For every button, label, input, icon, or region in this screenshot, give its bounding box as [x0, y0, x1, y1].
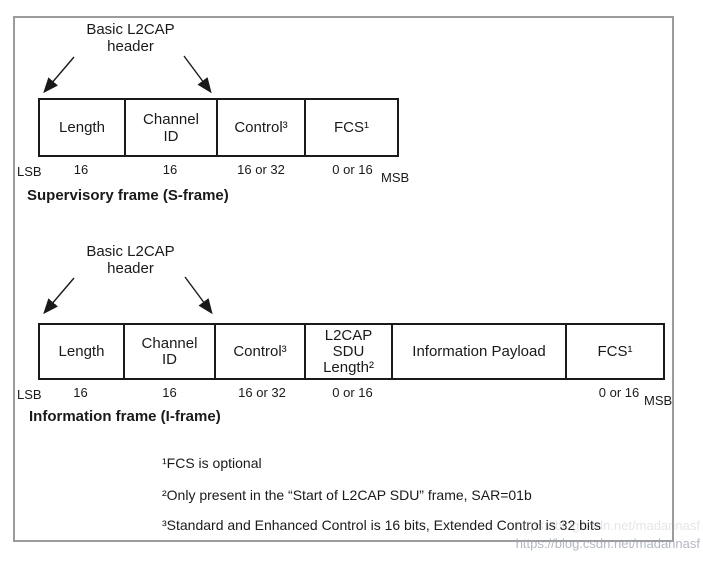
s-frame-msb-label: MSB [381, 170, 410, 185]
i-frame-field-sdu-length: L2CAP SDU Length² [304, 325, 391, 378]
footnote-sdu-length-presence: ²Only present in the “Start of L2CAP SDU… [162, 487, 532, 503]
i-frame-bits-fcs: 0 or 16 [598, 385, 640, 400]
i-frame-table: Length Channel ID Control³ L2CAP SDU Len… [38, 323, 665, 380]
i-frame-msb-label: MSB [644, 393, 673, 408]
footnote-fcs-optional: ¹FCS is optional [162, 455, 262, 471]
watermark-url: https://blog.csdn.net/madannasf [515, 536, 700, 551]
i-frame-field-information-payload: Information Payload [391, 325, 565, 378]
i-frame-field-control: Control³ [214, 325, 304, 378]
footnote-control-size: ³Standard and Enhanced Control is 16 bit… [162, 517, 601, 533]
i-frame-bits-control: 16 or 32 [238, 385, 286, 400]
s-frame-bits-channel-id: 16 [162, 162, 178, 177]
i-frame-field-length: Length [58, 342, 105, 360]
s-frame-table: Length Channel ID Control³ FCS¹ [38, 98, 399, 157]
s-frame-bits-length: 16 [73, 162, 89, 177]
i-frame-field-channel-id: Channel ID [123, 325, 214, 378]
s-frame-field-length: Length [59, 119, 105, 136]
i-frame-field-fcs: FCS¹ [565, 325, 663, 378]
s-frame-field-channel-id: Channel ID [124, 100, 216, 155]
outer-frame [13, 16, 674, 542]
s-frame-bit-widths: 16 16 16 or 32 0 or 16 [38, 162, 399, 177]
i-frame-bit-widths: 16 16 16 or 32 0 or 16 0 or 16 [38, 385, 665, 400]
i-frame-lsb-label: LSB [17, 387, 42, 402]
i-frame-callout-label: Basic L2CAP header [86, 243, 175, 277]
s-frame-field-control: Control³ [216, 100, 304, 155]
watermark-faint: https://blog.csdn.net/madannasf [515, 518, 700, 533]
s-frame-bits-control: 16 or 32 [237, 162, 285, 177]
i-frame-bits-sdu-length: 0 or 16 [332, 385, 373, 400]
s-frame-callout-label: Basic L2CAP header [86, 21, 175, 55]
i-frame-bits-information-payload [397, 385, 573, 400]
s-frame-field-fcs: FCS¹ [304, 100, 397, 155]
i-frame-bits-channel-id: 16 [162, 385, 177, 400]
i-frame-caption: Information frame (I-frame) [29, 408, 221, 425]
s-frame-caption: Supervisory frame (S-frame) [27, 187, 229, 204]
i-frame-bits-length: 16 [73, 385, 88, 400]
s-frame-bits-fcs: 0 or 16 [332, 162, 373, 177]
s-frame-lsb-label: LSB [17, 164, 42, 179]
